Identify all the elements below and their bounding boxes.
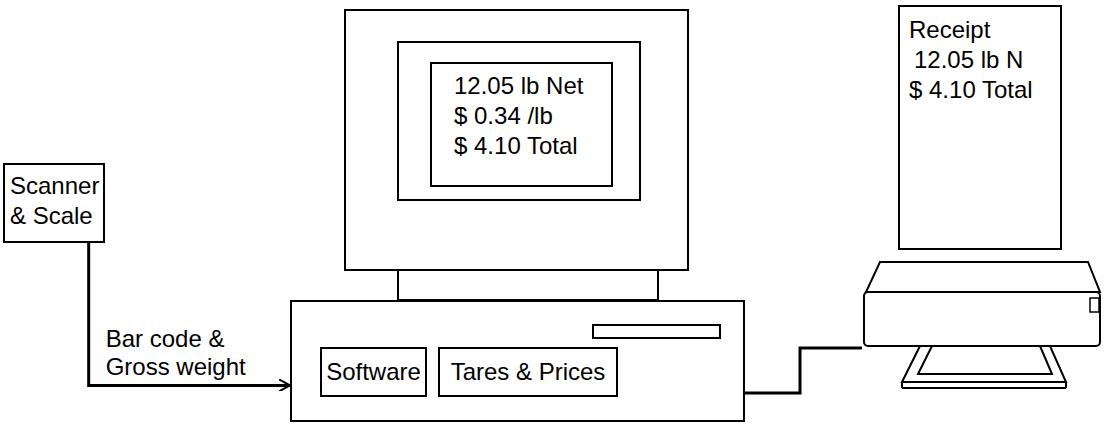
node-text: 12.05 lb N <box>909 45 1054 75</box>
monitor-housing <box>345 10 688 270</box>
node-text: Tares & Prices <box>444 357 612 387</box>
printer-body <box>864 292 1100 346</box>
printer-top <box>866 262 1100 292</box>
receipt-paper: Receipt12.05 lb N$ 4.10 Total <box>898 5 1062 250</box>
node-text: $ 0.34 /lb <box>454 101 605 131</box>
monitor-screen <box>398 42 640 200</box>
node-text: Scanner & Scale <box>10 171 99 231</box>
node-text: $ 4.10 Total <box>909 75 1054 105</box>
tares-prices-box: Tares & Prices <box>438 347 618 397</box>
disk-slot <box>593 325 720 338</box>
screen-readout: 12.05 lb Net$ 0.34 /lb$ 4.10 Total <box>430 62 613 187</box>
paper-tray-inner <box>918 346 1052 374</box>
tray-edge <box>902 387 1066 389</box>
software-box: Software <box>320 347 427 397</box>
node-text: Software <box>326 357 421 387</box>
node-text: $ 4.10 Total <box>454 131 605 161</box>
printer-cable <box>745 348 862 393</box>
node-text: Receipt <box>909 15 1054 45</box>
edge-label: Bar code & Gross weight <box>106 325 258 381</box>
monitor-stand <box>398 270 658 300</box>
scanner-box: Scanner & Scale <box>3 163 105 243</box>
data-arrow <box>89 243 290 385</box>
printer-button <box>1090 298 1099 312</box>
computer-case: Software Tares & Prices <box>290 300 745 422</box>
paper-tray <box>902 346 1066 382</box>
node-text: 12.05 lb Net <box>454 71 605 101</box>
